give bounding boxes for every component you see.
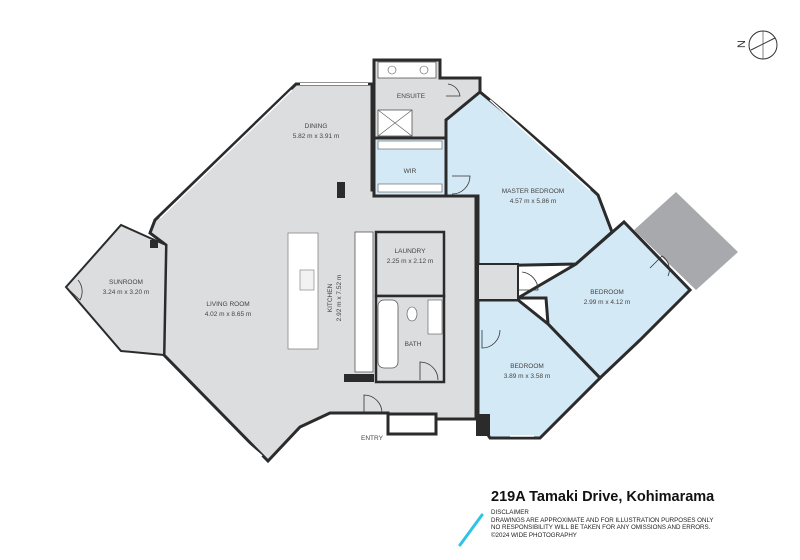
- entry-label: ENTRY: [361, 435, 384, 442]
- kitchen-bench: [354, 231, 374, 373]
- bath-vanity: [427, 299, 443, 335]
- disclaimer-line-2: NO RESPONSIBILITY WILL BE TAKEN FOR ANY …: [491, 524, 711, 532]
- disclaimer-block: DISCLAIMER DRAWINGS ARE APPROXIMATE AND …: [491, 509, 714, 539]
- door-deck: [649, 255, 670, 277]
- compass-label: N: [736, 40, 748, 48]
- laundry-label: LAUNDRY: [395, 248, 427, 255]
- kitchen-size: 2.92 m x 7.52 m: [336, 275, 343, 322]
- wir-shelf-bottom: [377, 183, 443, 193]
- door-bath: [419, 361, 439, 381]
- toilet: [406, 306, 418, 322]
- property-address: 219A Tamaki Drive, Kohimarama: [491, 489, 715, 505]
- sunroom-label: SUNROOM: [109, 279, 143, 286]
- door-ensuite: [446, 83, 461, 97]
- ensuite-label: ENSUITE: [397, 93, 426, 100]
- copyright: ©2024 WIDE PHOTOGRAPHY: [491, 531, 577, 539]
- living-room-size: 4.02 m x 8.65 m: [205, 311, 252, 318]
- brand-slash-icon: [458, 513, 484, 547]
- disclaimer-line-1: DRAWINGS ARE APPROXIMATE AND FOR ILLUSTR…: [491, 516, 714, 524]
- basin-left: [387, 65, 397, 75]
- bedroom-1-label: BEDROOM: [590, 289, 624, 296]
- laundry-floor: [374, 230, 446, 298]
- sunroom-floor: [64, 223, 168, 357]
- wir-shelf-top: [377, 140, 443, 150]
- bathtub: [377, 299, 399, 369]
- bedroom-2-size: 3.89 m x 3.58 m: [504, 373, 551, 380]
- basin-right: [419, 65, 429, 75]
- door-master: [451, 175, 471, 195]
- door-sunroom: [65, 279, 83, 301]
- dining-size: 5.82 m x 3.91 m: [293, 133, 340, 140]
- master-bedroom-size: 4.57 m x 5.86 m: [510, 198, 557, 205]
- living-room-label: LIVING ROOM: [206, 301, 249, 308]
- kitchen-island: [287, 232, 319, 350]
- laundry-size: 2.25 m x 2.12 m: [387, 258, 434, 265]
- door-bedroom-1: [518, 271, 539, 291]
- bath-label: BATH: [405, 341, 422, 348]
- bedroom-2-label: BEDROOM: [510, 363, 544, 370]
- master-bedroom-label: MASTER BEDROOM: [502, 188, 564, 195]
- sunroom-size: 3.24 m x 3.20 m: [103, 289, 150, 296]
- compass-icon: N: [736, 30, 778, 60]
- door-entry: [363, 394, 383, 414]
- kitchen-label: KITCHEN: [327, 283, 334, 312]
- dining-label: DINING: [305, 123, 328, 130]
- disclaimer-title: DISCLAIMER: [491, 509, 529, 516]
- deck: [634, 192, 738, 290]
- bedroom-1-size: 2.99 m x 4.12 m: [584, 299, 631, 306]
- wir-label: WIR: [404, 168, 417, 175]
- sink: [299, 269, 315, 291]
- hallway-floor: [477, 263, 519, 301]
- door-bedroom-2: [481, 329, 501, 349]
